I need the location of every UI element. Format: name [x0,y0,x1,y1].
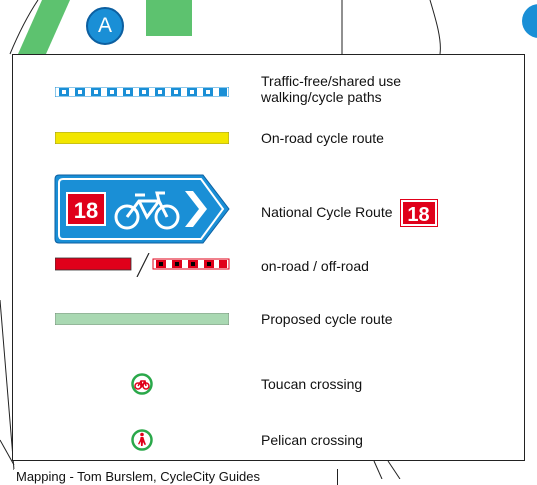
pale-green-line-symbol [55,313,229,325]
ncn-sign-icon: 18 [54,174,230,244]
road-line [9,0,39,55]
legend-label: on-road / off-road [261,258,369,274]
legend-label-line2: walking/cycle paths [261,89,382,105]
ncn-sign-number: 18 [74,198,98,223]
road-line [373,460,383,479]
legend-label-line1: Traffic-free/shared use [261,73,402,89]
yellow-line-symbol [55,132,229,144]
legend-label: Traffic-free/shared use walking/cycle pa… [261,73,401,105]
legend-label: Toucan crossing [261,376,363,392]
map-legend: Traffic-free/shared use walking/cycle pa… [12,54,525,461]
bicycle-icon [114,191,180,230]
road-line [429,0,441,55]
map-credit: Mapping - Tom Burslem, CycleCity Guides [14,469,338,485]
location-marker [522,4,537,38]
legend-label: Proposed cycle route [261,311,393,327]
road-line [387,460,401,479]
red-line-on-off-road-symbol [55,253,230,277]
toucan-crossing-icon [131,373,153,395]
legend-label-line1: National Cycle Route [261,204,393,220]
pelican-crossing-icon [131,429,153,451]
ncn-route-badge: 18 [399,199,438,228]
legend-label: Pelican crossing [261,432,363,448]
road-line [0,299,15,471]
road-line [0,439,15,466]
dashed-blue-path-symbol [55,87,229,97]
green-park-area [146,0,192,36]
location-marker-a: A [86,7,124,45]
legend-label: On-road cycle route [261,130,384,146]
green-path-area [18,0,70,54]
legend-label: National Cycle Route 18 [261,198,438,228]
